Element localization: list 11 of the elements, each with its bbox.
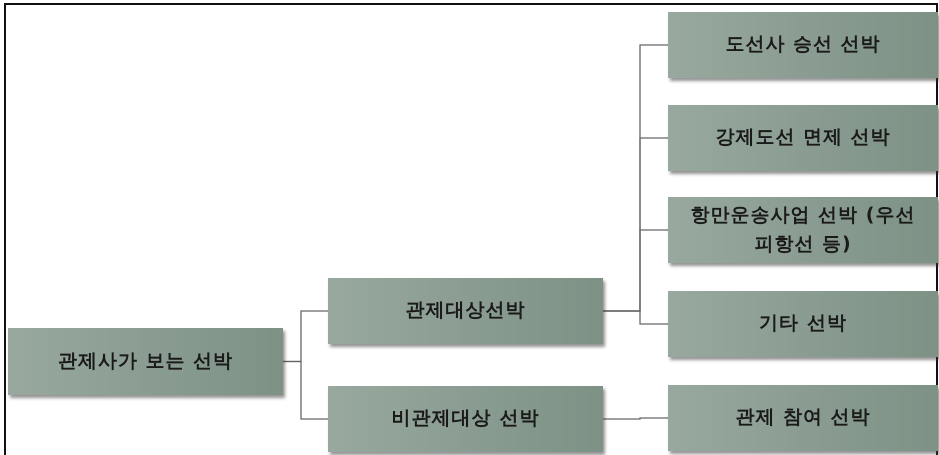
- category-box: 관제대상선박: [328, 278, 603, 344]
- category-box: 강제도선 면제 선박: [668, 105, 938, 171]
- category-box: 항만운송사업 선박 (우선피항선 등): [668, 197, 938, 263]
- category-box: 관제 참여 선박: [668, 385, 938, 451]
- category-box: 관제사가 보는 선박: [8, 328, 283, 395]
- category-box: 도선사 승선 선박: [668, 12, 938, 78]
- category-box: 기타 선박: [668, 291, 938, 357]
- category-box: 비관제대상 선박: [328, 386, 603, 452]
- connector-line: [603, 417, 668, 420]
- connector-line: [283, 360, 328, 420]
- connector-line: [603, 310, 668, 325]
